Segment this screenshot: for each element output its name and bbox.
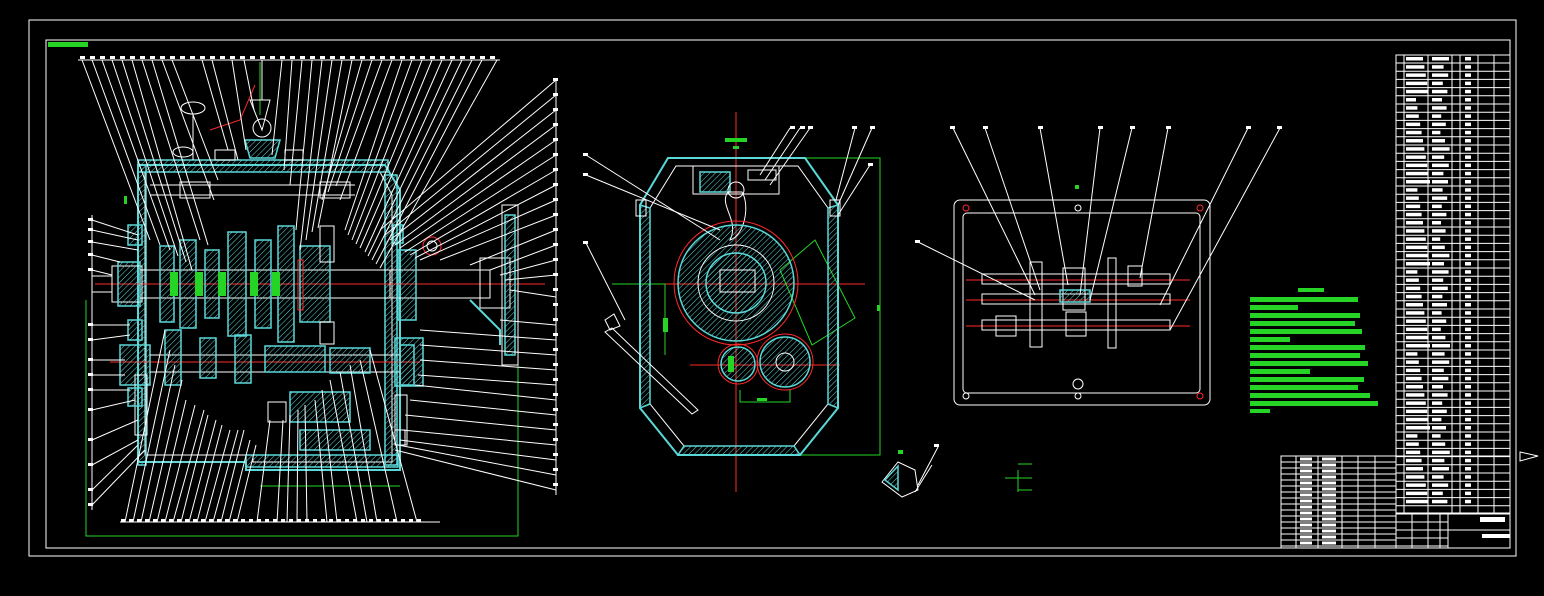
shaft-arrangement-view: [915, 126, 1282, 406]
detail-view: [881, 444, 1032, 498]
technical-requirements-notes: [1250, 288, 1378, 413]
title-block: [1280, 455, 1511, 549]
notes-heading: [1298, 288, 1324, 292]
drawing-title-block: [1482, 534, 1510, 538]
frame-corner-label: [48, 42, 88, 47]
parts-list-table: [1395, 54, 1511, 514]
university-name-block: [1480, 517, 1505, 522]
gearbox-cross-section: [583, 112, 881, 492]
gearbox-longitudinal-section: [78, 56, 558, 537]
orientation-arrow-icon: [1519, 451, 1539, 462]
